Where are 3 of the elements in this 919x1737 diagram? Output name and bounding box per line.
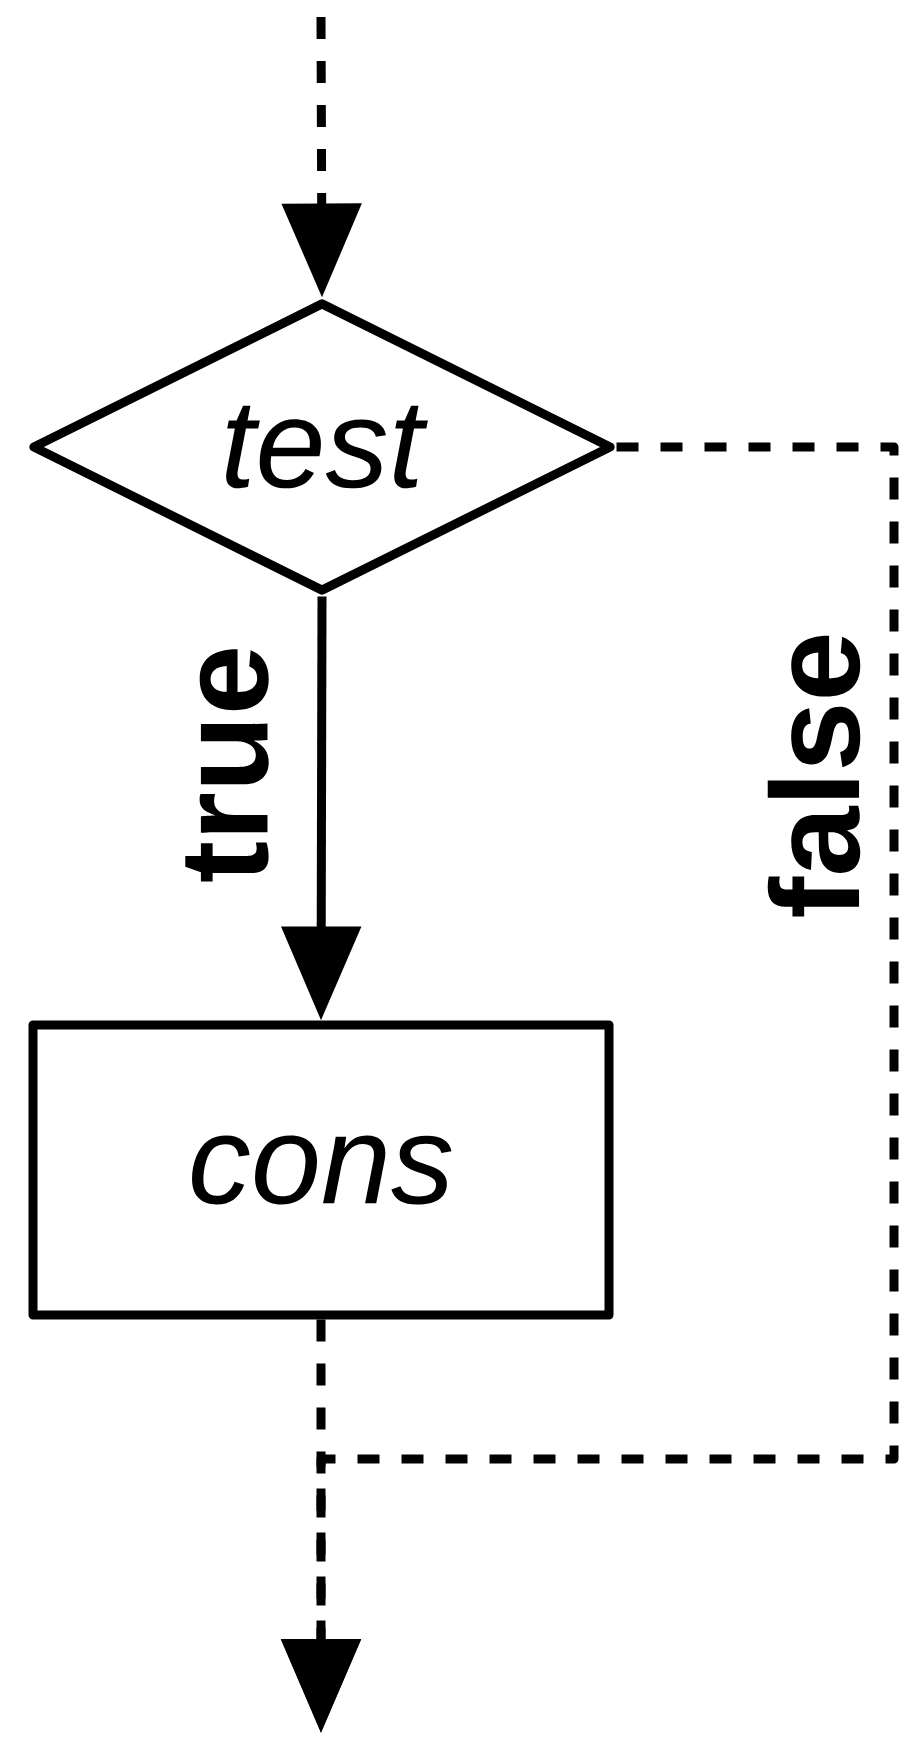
edge-label: false <box>765 629 863 921</box>
edge-label: true <box>183 643 271 886</box>
process-box: cons <box>28 1020 614 1320</box>
